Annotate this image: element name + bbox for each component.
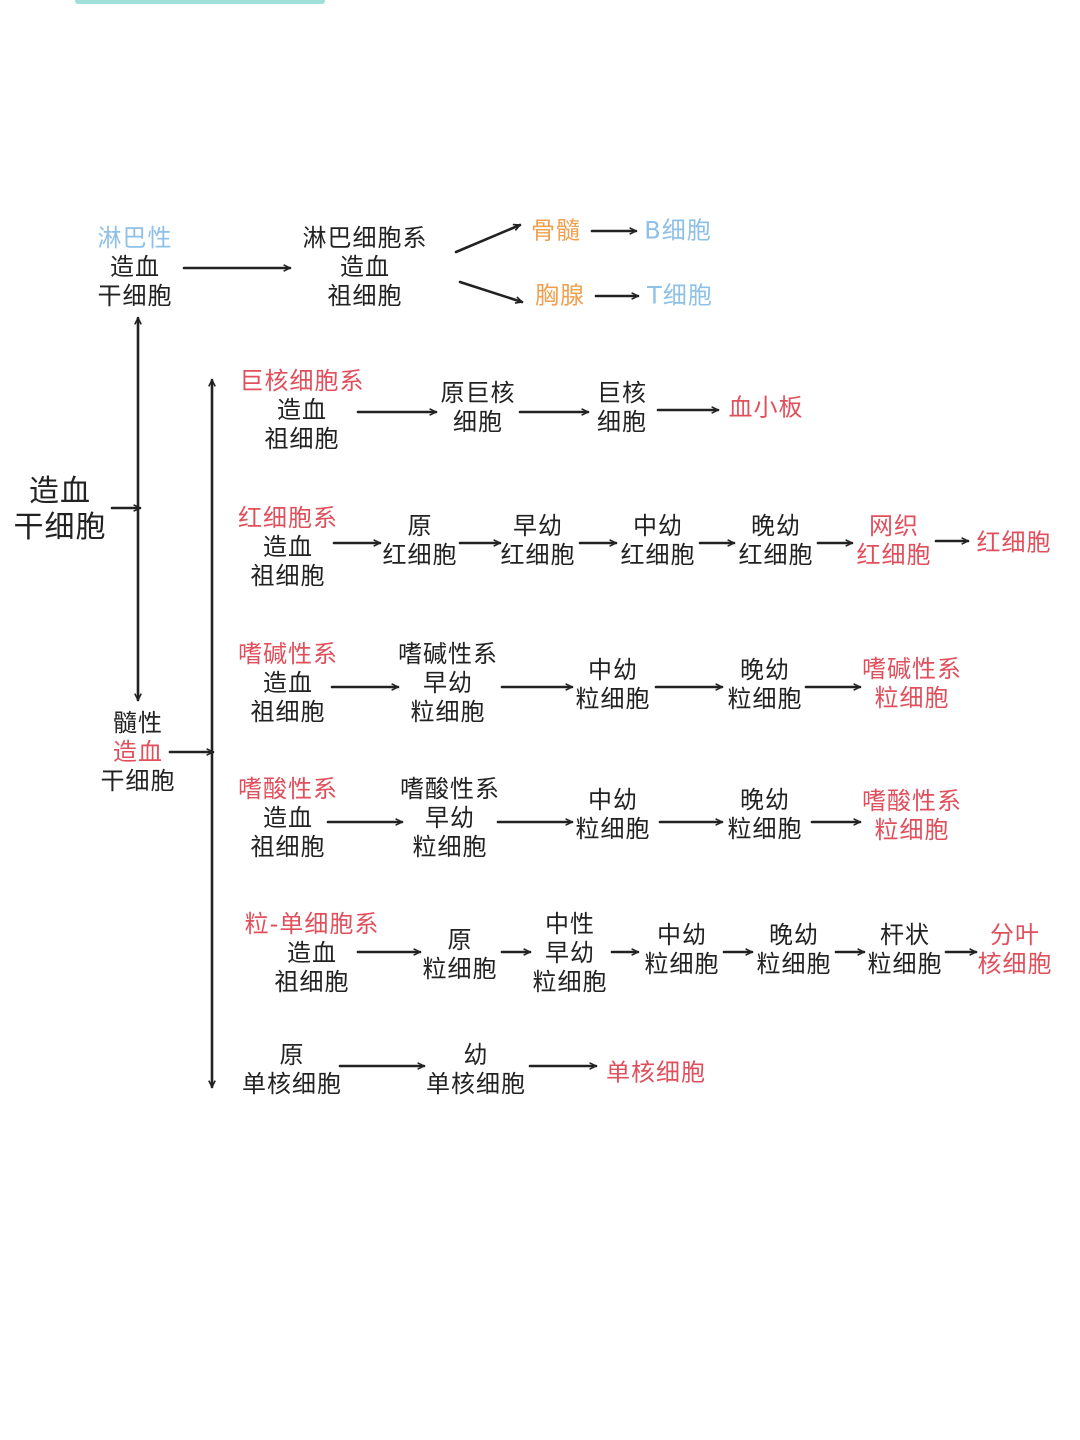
basophil: 嗜碱性系粒细胞 xyxy=(862,655,962,712)
lymphoid-progenitor: 淋巴细胞系 造血 祖细胞 xyxy=(302,223,428,310)
baso-metamyelocyte: 晚幼粒细胞 xyxy=(727,656,803,713)
platelet: 血小板 xyxy=(728,393,804,422)
neut-metamyelocyte: 晚幼粒细胞 xyxy=(756,921,832,978)
b-cell: B细胞 xyxy=(644,216,712,245)
megakaryocyte: 巨核细胞 xyxy=(597,379,647,436)
promonocyte: 幼单核细胞 xyxy=(426,1041,526,1098)
monocyte: 单核细胞 xyxy=(606,1058,706,1087)
lymphoid-stem-cell: 淋巴性 造血 干细胞 xyxy=(97,223,173,310)
erythrocyte: 红细胞 xyxy=(976,528,1052,557)
neut-promyelocyte: 中性 早幼 粒细胞 xyxy=(532,909,608,996)
eos-myelocyte: 中幼粒细胞 xyxy=(575,786,651,843)
neut-myelocyte: 中幼粒细胞 xyxy=(644,921,720,978)
late-erythroblast: 晚幼红细胞 xyxy=(738,512,814,569)
myeloid-stem-cell: 髓性 造血 干细胞 xyxy=(100,708,176,795)
band-neutrophil: 杆状粒细胞 xyxy=(867,921,943,978)
arrow-to-bone-marrow xyxy=(454,223,520,254)
monoblast: 原单核细胞 xyxy=(242,1041,342,1098)
baso-promyelocyte: 嗜碱性系 早幼 粒细胞 xyxy=(398,639,498,726)
thymus-label: 胸腺 xyxy=(535,281,585,310)
eos-progenitor: 嗜酸性系 造血 祖细胞 xyxy=(238,774,338,861)
myeloblast: 原粒细胞 xyxy=(422,926,498,983)
promegakaryocyte: 原巨核细胞 xyxy=(440,379,516,436)
t-cell: T细胞 xyxy=(647,281,713,310)
reticulocyte: 网织红细胞 xyxy=(856,512,932,569)
hematopoietic-stem-cell: 造血干细胞 xyxy=(13,474,107,545)
mid-erythroblast: 中幼红细胞 xyxy=(620,512,696,569)
baso-progenitor: 嗜碱性系 造血 祖细胞 xyxy=(238,639,338,726)
eos-metamyelocyte: 晚幼粒细胞 xyxy=(727,786,803,843)
eos-promyelocyte: 嗜酸性系 早幼 粒细胞 xyxy=(400,774,500,861)
pro-erythroblast: 原红细胞 xyxy=(382,512,458,569)
eosinophil: 嗜酸性系粒细胞 xyxy=(862,787,962,844)
mega-progenitor: 巨核细胞系 造血 祖细胞 xyxy=(239,366,365,453)
ery-progenitor: 红细胞系 造血 祖细胞 xyxy=(238,503,338,590)
gm-progenitor: 粒-单细胞系 造血 祖细胞 xyxy=(244,909,380,996)
arrow-to-thymus xyxy=(458,280,522,302)
top-accent-strip xyxy=(75,0,325,4)
early-erythroblast: 早幼红细胞 xyxy=(500,512,576,569)
bone-marrow-label: 骨髓 xyxy=(531,216,581,245)
baso-myelocyte: 中幼粒细胞 xyxy=(575,656,651,713)
segmented-neutrophil: 分叶核细胞 xyxy=(977,921,1053,978)
